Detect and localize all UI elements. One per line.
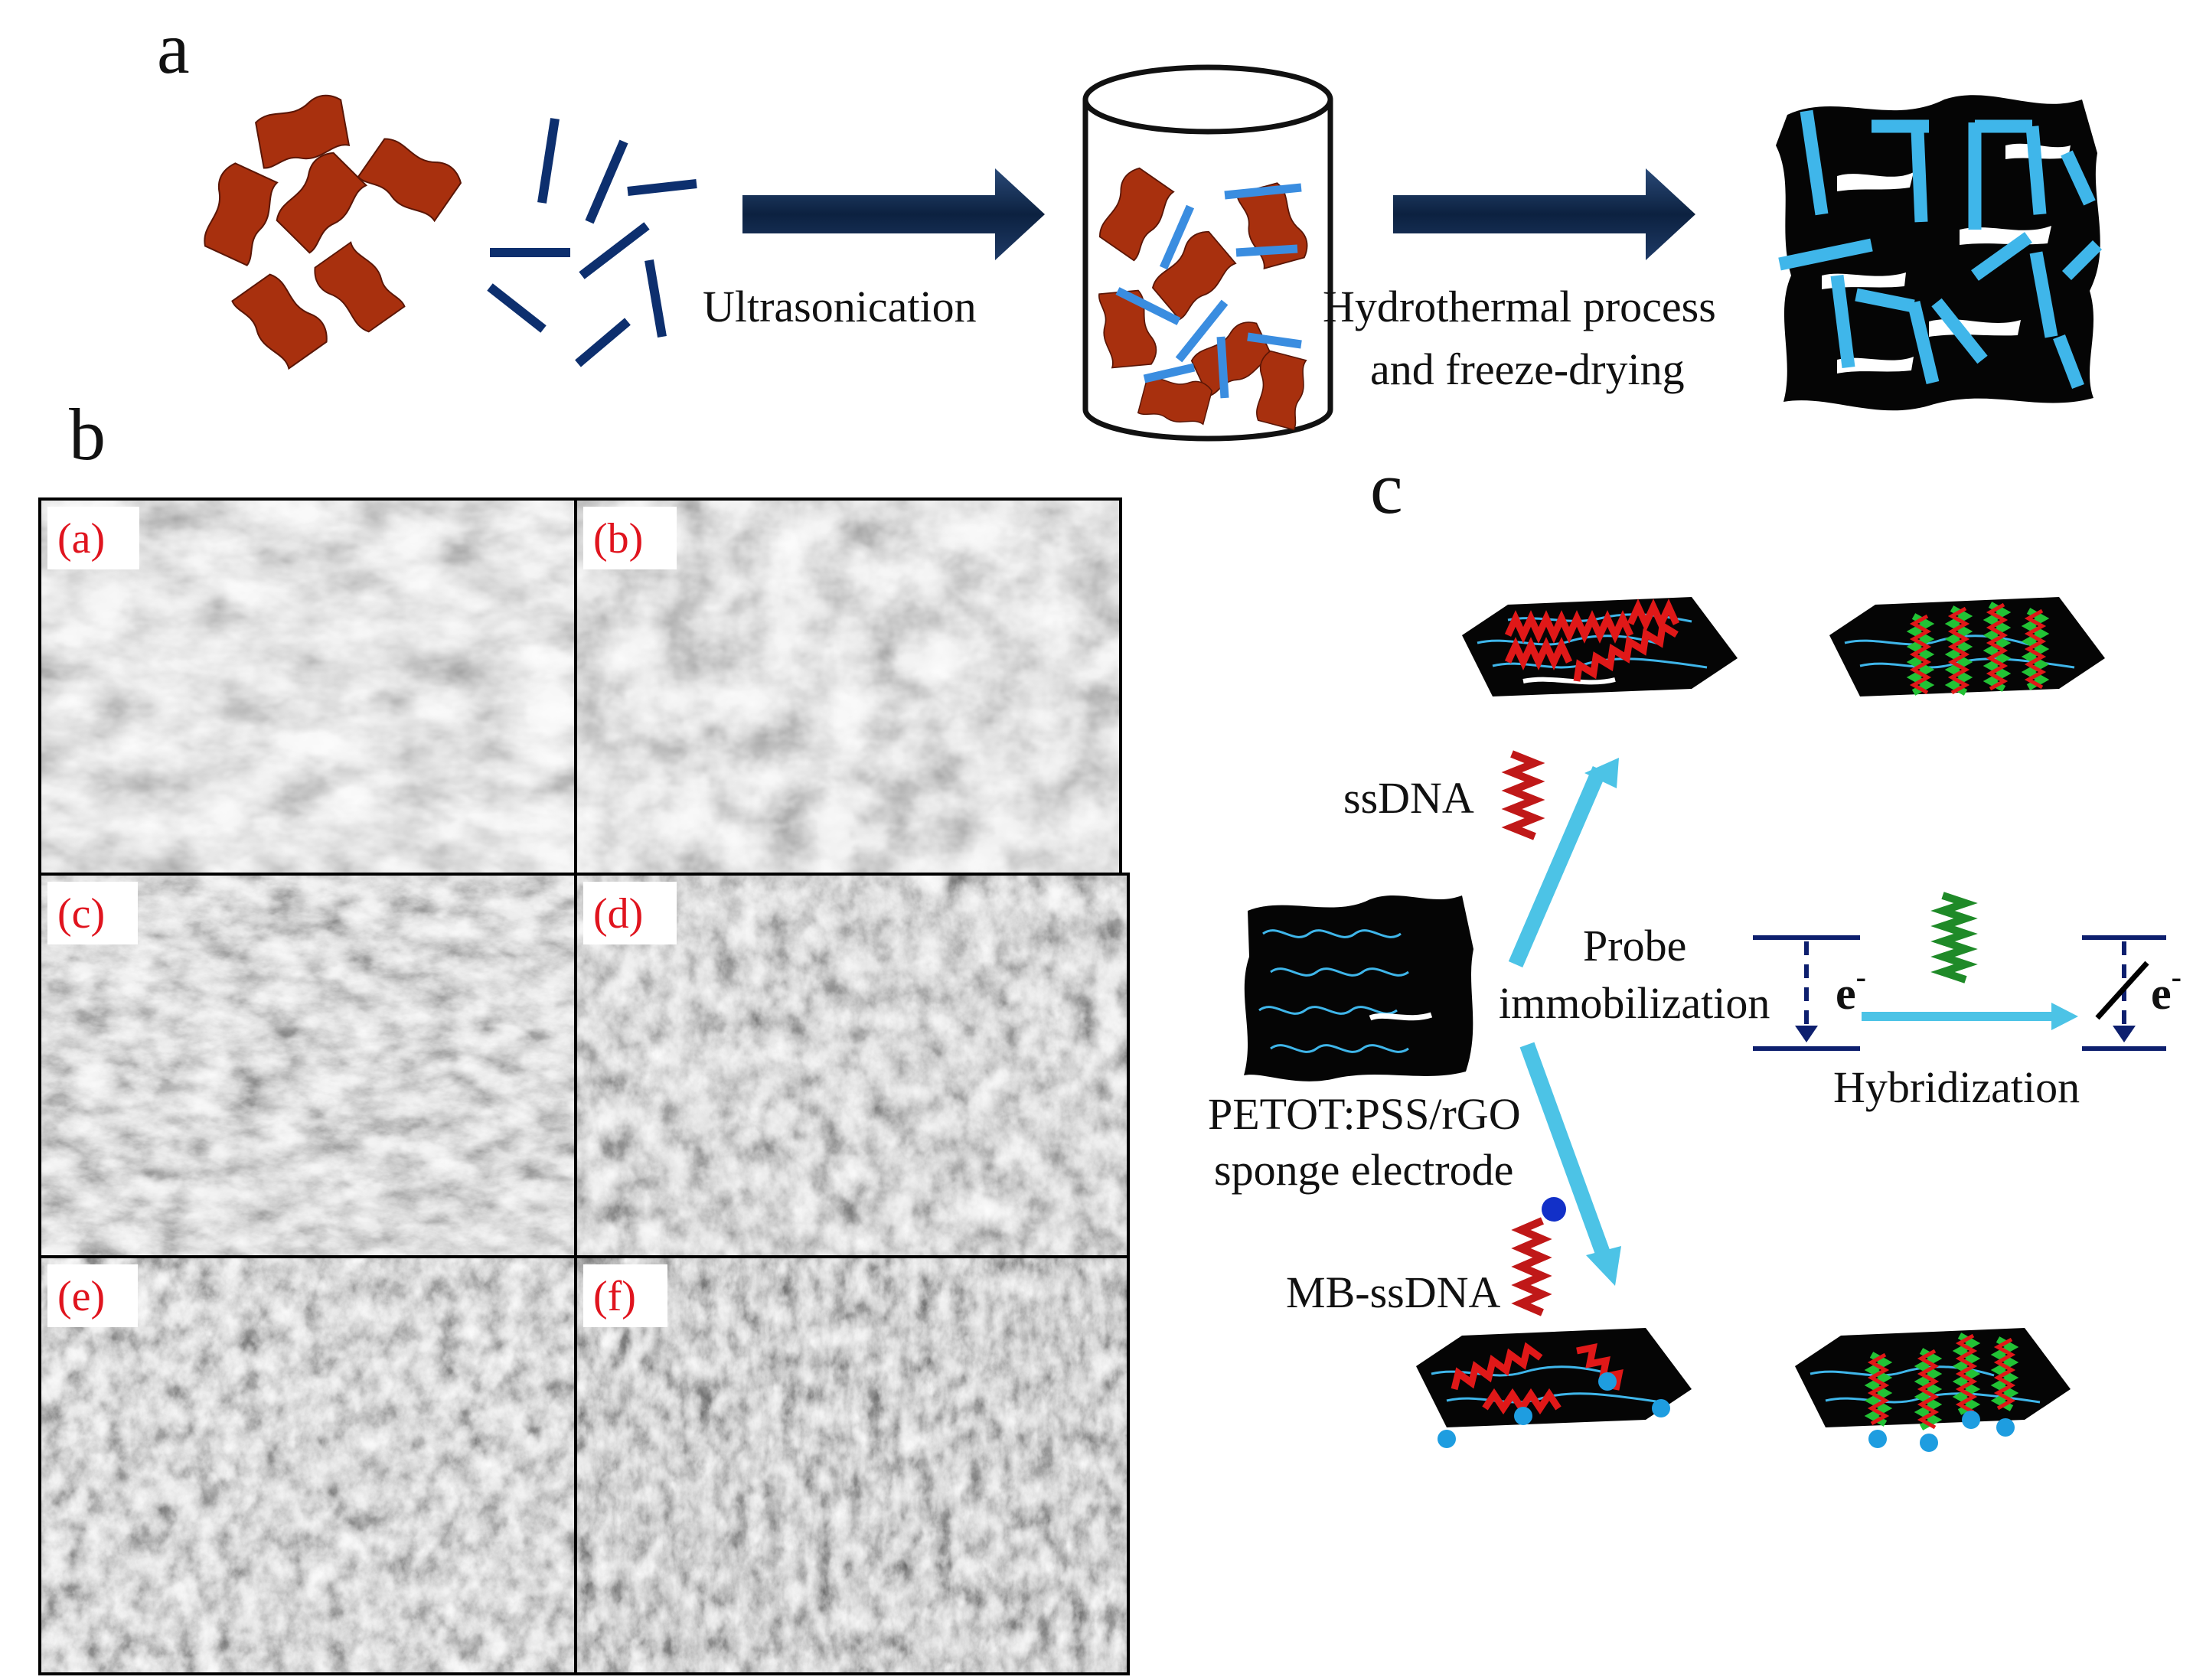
electron-label-after: e- (2151, 960, 2182, 1019)
probe-arrow-down (1519, 1042, 1621, 1286)
sponge-hybridized (1829, 597, 2105, 696)
electrode-label-line1: PETOT:PSS/rGO (1208, 1089, 1521, 1139)
probe-arrow-up (1508, 758, 1619, 967)
panel-c: c (1208, 447, 2189, 1561)
sponge-product (1776, 95, 2103, 411)
target-dna-strand (1930, 892, 1978, 984)
ultrasonication-label: Ultrasonication (703, 282, 977, 331)
sem-image-e: (e) (38, 1255, 577, 1675)
sem-label-f: (f) (593, 1273, 636, 1320)
sponge-mb-ssdna-immobilized (1416, 1328, 1692, 1448)
sponge-electrode (1244, 895, 1473, 1081)
sem-label-a: (a) (57, 515, 105, 563)
panel-c-letter: c (1370, 447, 1403, 529)
panel-b: b (a) (b) (c) (d) (38, 393, 1130, 1675)
process-arrow-2 (1393, 168, 1695, 260)
ssdna-label: ssDNA (1343, 773, 1474, 823)
sem-label-e: (e) (57, 1273, 105, 1320)
reaction-vessel (1082, 64, 1333, 442)
sponge-ssdna-immobilized (1462, 597, 1738, 696)
panel-a-letter: a (157, 7, 190, 89)
process-arrow-1 (742, 168, 1045, 260)
electrode-label-line2: sponge electrode (1214, 1145, 1513, 1195)
polymer-rods (487, 118, 697, 367)
sem-image-c: (c) (38, 873, 577, 1258)
panel-b-letter: b (69, 393, 106, 475)
sem-image-d: (d) (574, 873, 1130, 1258)
hydrothermal-label-line2: and freeze-drying (1370, 344, 1685, 394)
hybridization-label: Hybridization (1833, 1062, 2080, 1112)
sponge-mb-hybridized (1795, 1328, 2071, 1452)
electron-transfer-before (1753, 935, 1860, 1051)
ssdna-strand (1501, 750, 1545, 840)
hybridization-arrow (1862, 1003, 2078, 1030)
probe-label-line1: Probe (1583, 921, 1686, 970)
probe-label-line2: immobilization (1499, 978, 1770, 1028)
sem-label-d: (d) (593, 890, 643, 938)
sem-label-b: (b) (593, 515, 643, 563)
electron-transfer-after (2082, 935, 2166, 1051)
hydrothermal-label-line1: Hydrothermal process (1323, 282, 1716, 331)
panel-a: a Ultrasonication (157, 7, 2103, 442)
rgo-flakes (194, 90, 466, 374)
mb-ssdna-strand (1511, 1217, 1552, 1316)
sem-image-f: (f) (574, 1255, 1130, 1675)
sem-label-c: (c) (57, 890, 105, 938)
methylene-blue-bead (1542, 1197, 1566, 1222)
mb-ssdna-label: MB-ssDNA (1286, 1267, 1500, 1317)
electron-label-before: e- (1836, 960, 1866, 1019)
sem-image-a: (a) (38, 497, 577, 876)
sem-image-b: (b) (574, 497, 1122, 876)
